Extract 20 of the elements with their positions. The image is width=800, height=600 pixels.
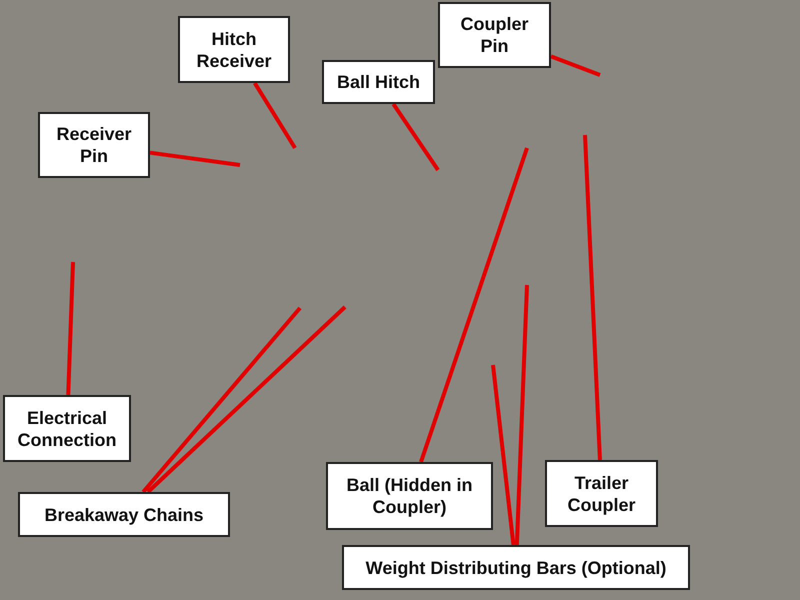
callout-label: Hitch Receiver [178,16,290,83]
callout-label: Receiver Pin [38,112,150,178]
callout-label: Ball (Hidden in Coupler) [326,462,493,530]
leader-line [392,102,440,172]
leader-line [142,306,302,494]
leader-line [583,134,602,460]
callout-label: Electrical Connection [3,395,131,462]
leader-line [253,82,297,150]
callout-label: Coupler Pin [438,2,551,68]
leader-line [150,150,240,167]
leader-line [419,147,529,463]
callout-label: Breakaway Chains [18,492,230,537]
leader-line [491,364,516,546]
callout-label: Ball Hitch [322,60,435,104]
callout-label: Weight Distributing Bars (Optional) [342,545,690,590]
leader-line [66,262,75,396]
leader-line [550,54,601,77]
callout-label: Trailer Coupler [545,460,658,527]
leader-line [146,306,346,494]
leader-line [514,284,529,546]
